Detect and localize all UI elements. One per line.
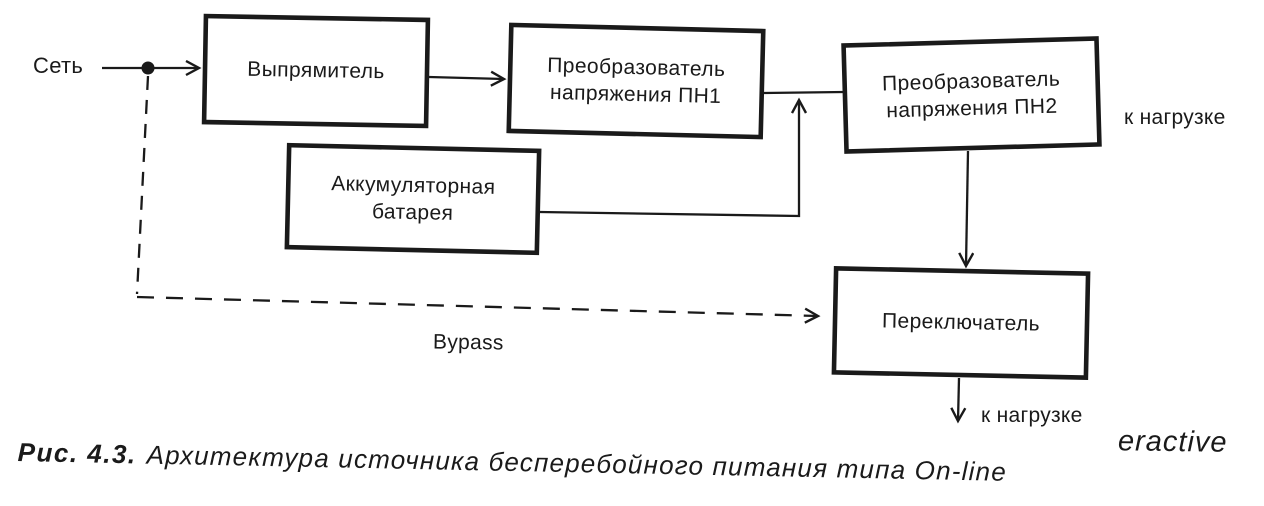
- converter2-to-switch-arrow: [966, 150, 968, 266]
- figure-caption-number: Рис. 4.3.: [17, 437, 137, 470]
- switch-box: [831, 266, 1091, 380]
- converter2-box: [841, 36, 1102, 154]
- rectifier-label: Выпрямитель: [247, 58, 385, 84]
- battery-box: [284, 142, 542, 256]
- rectifier-to-converter1-arrow: [428, 77, 504, 79]
- mains-label: Сеть: [33, 53, 84, 78]
- bypass-label: Bypass: [432, 330, 504, 355]
- battery-label: Аккумуляторная батарея: [330, 171, 496, 225]
- switch-label: Переключатель: [881, 309, 1041, 336]
- mains-junction-dot: [141, 61, 155, 75]
- switch-output-arrow: [958, 377, 959, 421]
- page-edge-text-fragment: eractive: [1113, 425, 1228, 460]
- converter2-label: Преобразователь напряжения ПН2: [881, 67, 1061, 123]
- bypass-line-vertical: [135, 75, 150, 295]
- converter1-to-converter2-line: [763, 90, 845, 95]
- to-load-top-label: к нагрузке: [1124, 106, 1226, 129]
- converter1-label: Преобразователь напряжения ПН1: [547, 53, 726, 109]
- to-load-bottom-label: к нагрузке: [981, 404, 1083, 427]
- converter1-box: [506, 22, 766, 140]
- rectifier-box: [201, 13, 431, 129]
- battery-output-arrow: [539, 100, 799, 218]
- bypass-line-horizontal-arrow: [136, 295, 818, 316]
